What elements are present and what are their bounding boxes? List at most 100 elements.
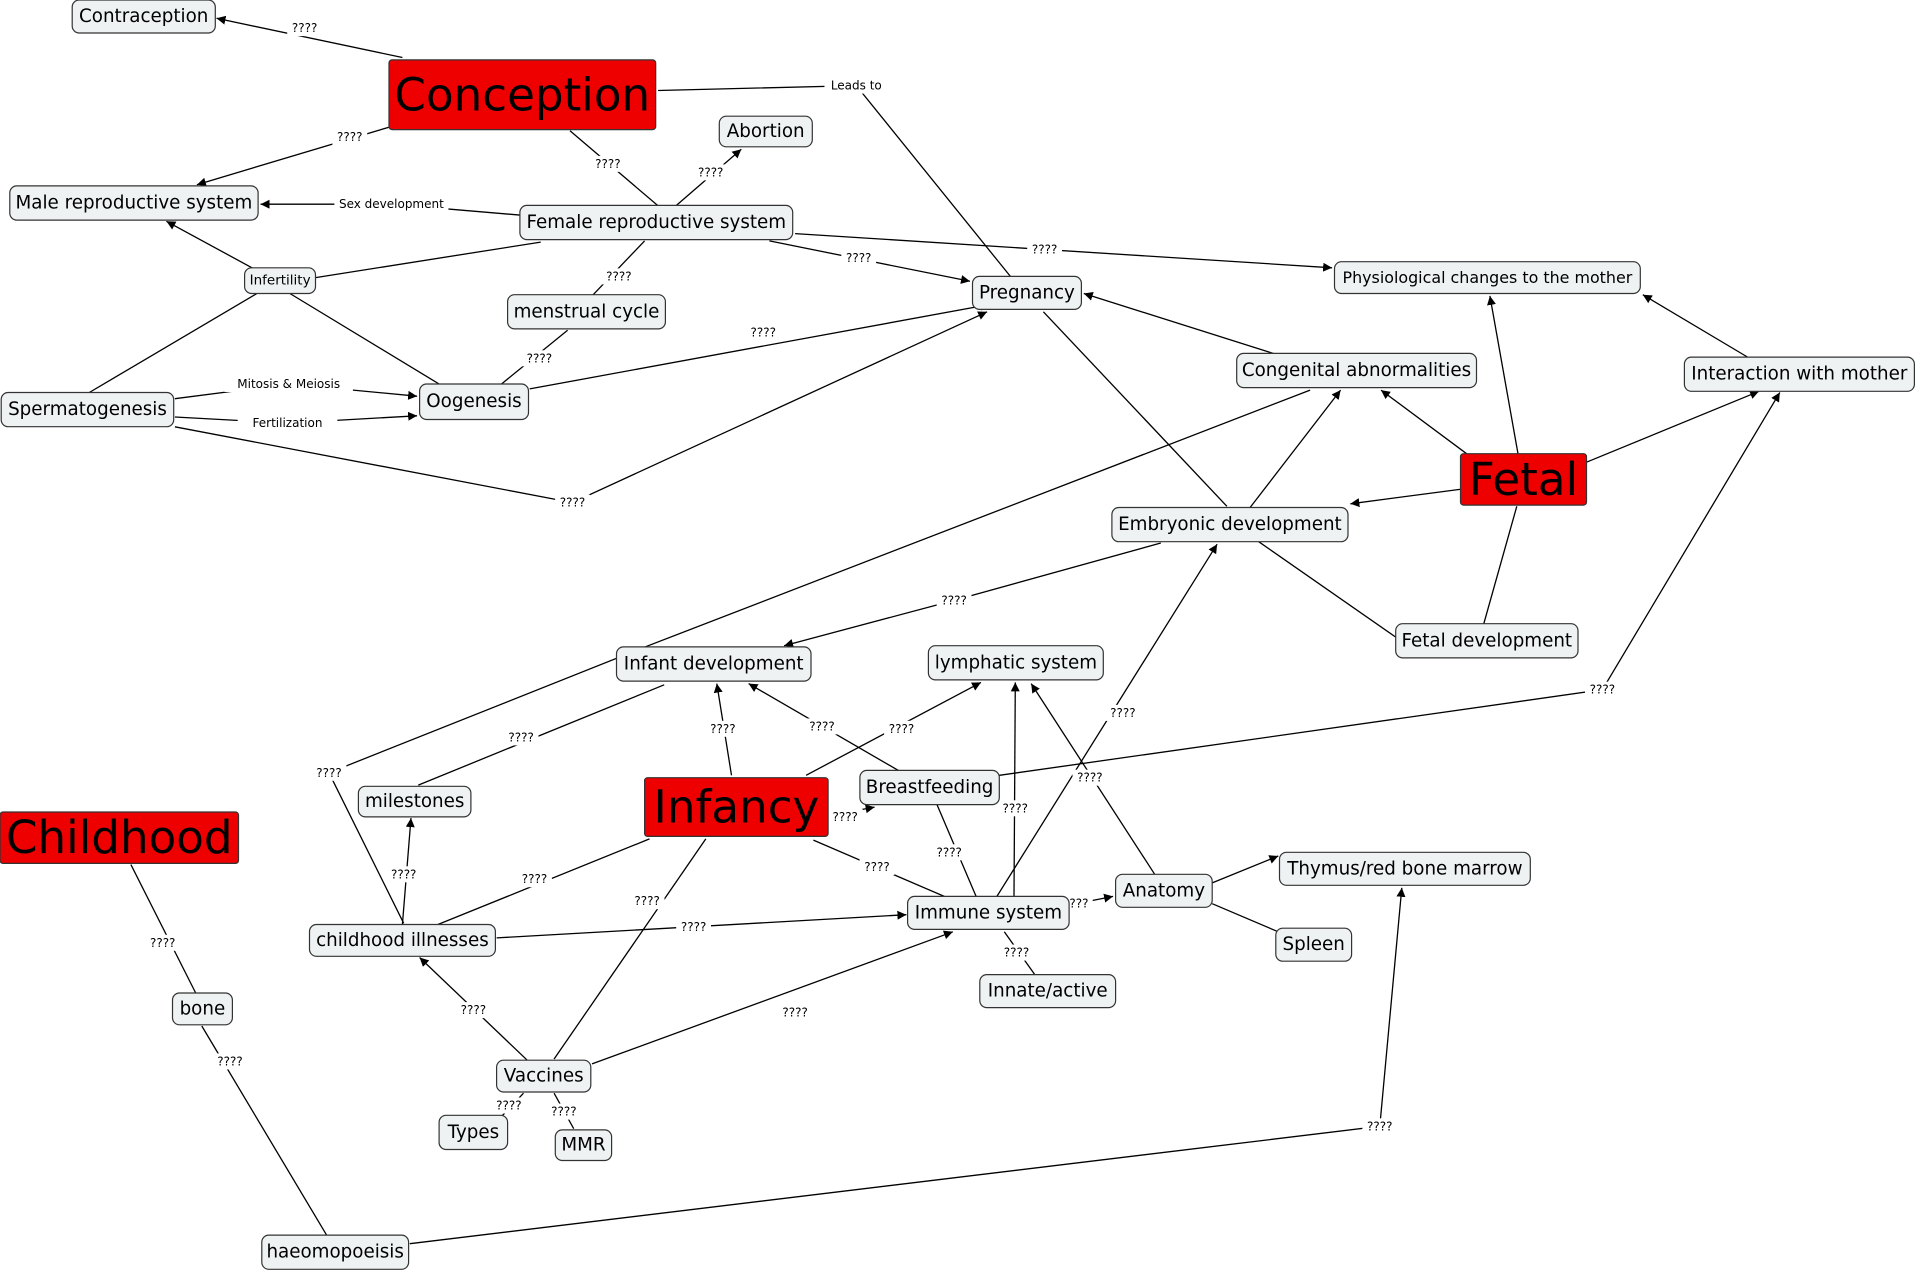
node-label: Conception xyxy=(394,68,650,121)
edge-label-text: ???? xyxy=(832,810,857,824)
node-male-repro[interactable]: Male reproductive system xyxy=(9,185,259,221)
edge-label-female-abortion: ???? xyxy=(693,164,729,181)
edge-label-infancy-lymph: ???? xyxy=(884,720,919,737)
edge-embryo-congenital xyxy=(1249,389,1342,508)
node-label: Vaccines xyxy=(504,1066,584,1087)
edge-infert-sperm xyxy=(88,292,258,394)
edge-labels-layer: ????Leads to????????????Sex development?… xyxy=(145,20,1620,1135)
edge-label-text: ???? xyxy=(751,326,776,340)
node-infancy[interactable]: Infancy xyxy=(643,777,829,838)
edge-label-text: Leads to xyxy=(831,79,882,93)
edge-label-text: ???? xyxy=(782,1006,807,1020)
edge-anatomy-thymus xyxy=(1211,855,1279,884)
node-childhood-illnesses[interactable]: childhood illnesses xyxy=(308,923,496,957)
edge-fetal-interaction xyxy=(1586,390,1760,463)
edge-label-breast-immune: ???? xyxy=(931,844,967,861)
node-menstrual[interactable]: menstrual cycle xyxy=(507,294,667,330)
edge-label-female-physio: ???? xyxy=(1027,241,1062,258)
node-bone[interactable]: bone xyxy=(171,992,234,1026)
edge-label-text: ???? xyxy=(809,719,834,733)
edge-label-text: ???? xyxy=(560,496,585,510)
node-infant-dev[interactable]: Infant development xyxy=(615,646,812,682)
edge-label-conc-preg: Leads to xyxy=(824,77,889,94)
node-spleen[interactable]: Spleen xyxy=(1275,927,1353,962)
edge-congenital-illnesses xyxy=(328,389,1311,924)
edge-label-sperm-oogen-mitosis: Mitosis & Meiosis xyxy=(224,376,353,392)
edge-label-text: ???? xyxy=(461,1003,486,1017)
edge-label-anatomy-lymph: ???? xyxy=(1072,769,1108,786)
node-label: Immune system xyxy=(915,902,1062,923)
node-label: MMR xyxy=(561,1135,606,1156)
edge-label-text: ???? xyxy=(292,21,317,35)
node-label: Embryonic development xyxy=(1118,514,1342,535)
node-label: Infertility xyxy=(250,273,311,289)
edge-embryo-fetaldev xyxy=(1258,541,1397,638)
edge-label-embryo-infant: ???? xyxy=(936,592,972,609)
edge-label-text: ???? xyxy=(1367,1119,1392,1133)
edge-label-text: ???? xyxy=(337,130,362,144)
node-lymphatic[interactable]: lymphatic system xyxy=(927,645,1104,681)
edge-label-infancy-breast: ???? xyxy=(827,808,863,825)
edge-label-infant-milestones: ???? xyxy=(503,729,539,746)
node-physio[interactable]: Physiological changes to the mother xyxy=(1333,261,1641,295)
edge-label-vaccines-mmr: ???? xyxy=(546,1103,582,1120)
node-milestones[interactable]: milestones xyxy=(357,785,472,818)
node-female-repro[interactable]: Female reproductive system xyxy=(519,204,794,241)
node-conception[interactable]: Conception xyxy=(388,59,657,131)
node-label: Physiological changes to the mother xyxy=(1342,268,1632,287)
node-spermatogenesis[interactable]: Spermatogenesis xyxy=(0,391,175,428)
edge-infert-oogen xyxy=(289,292,440,385)
node-fetal[interactable]: Fetal xyxy=(1459,453,1588,506)
edge-interaction-physio xyxy=(1642,294,1752,361)
edge-label-text: ???? xyxy=(1590,683,1615,697)
node-congenital[interactable]: Congenital abnormalities xyxy=(1236,352,1478,389)
node-interaction[interactable]: Interaction with mother xyxy=(1683,356,1916,392)
edge-label-infancy-illnesses: ???? xyxy=(517,871,552,888)
node-types[interactable]: Types xyxy=(438,1114,509,1151)
node-label: Thymus/red bone marrow xyxy=(1286,858,1522,879)
edge-label-conc-female: ???? xyxy=(590,155,626,172)
node-label: haeomopoeisis xyxy=(266,1242,403,1263)
edge-label-conc-male: ???? xyxy=(332,129,368,145)
node-label: Infant development xyxy=(624,654,804,675)
edge-label-text: ???? xyxy=(936,845,961,859)
node-label: Female reproductive system xyxy=(526,212,786,233)
edge-female-physio xyxy=(795,232,1333,272)
node-anatomy[interactable]: Anatomy xyxy=(1114,873,1213,908)
edge-label-haemo-thymus: ???? xyxy=(1362,1118,1398,1135)
node-infertility[interactable]: Infertility xyxy=(244,267,317,295)
node-immune[interactable]: Immune system xyxy=(906,895,1070,931)
edge-label-text: ???? xyxy=(698,165,723,179)
node-childhood[interactable]: Childhood xyxy=(0,811,240,864)
node-mmr[interactable]: MMR xyxy=(554,1129,613,1162)
node-label: Pregnancy xyxy=(979,282,1075,303)
node-fetal-dev[interactable]: Fetal development xyxy=(1395,623,1579,659)
edge-label-female-menstrual: ???? xyxy=(601,268,637,285)
node-contraception[interactable]: Contraception xyxy=(71,0,216,34)
node-label: childhood illnesses xyxy=(316,930,489,951)
edge-label-childhood-bone: ???? xyxy=(145,934,181,951)
edge-label-text: ??? xyxy=(1069,897,1088,911)
node-label: milestones xyxy=(365,791,464,812)
node-pregnancy[interactable]: Pregnancy xyxy=(971,275,1083,310)
edge-conc-contra xyxy=(216,15,403,59)
node-innate[interactable]: Innate/active xyxy=(979,973,1117,1009)
edge-conc-preg xyxy=(658,84,1011,277)
edge-preg-embryo xyxy=(1042,311,1228,507)
node-haemopoeisis[interactable]: haeomopoeisis xyxy=(261,1234,410,1270)
edge-label-infancy-immune: ???? xyxy=(859,859,895,875)
node-embryonic[interactable]: Embryonic development xyxy=(1111,506,1349,543)
edge-label-text: ???? xyxy=(1032,243,1057,257)
edge-label-bone-haemo: ???? xyxy=(212,1053,248,1070)
edge-label-immune-innate: ???? xyxy=(999,944,1034,961)
edge-label-text: ???? xyxy=(889,722,914,736)
edge-label-vaccines-types: ???? xyxy=(491,1097,527,1114)
node-label: Male reproductive system xyxy=(15,193,252,214)
node-vaccines[interactable]: Vaccines xyxy=(496,1059,592,1093)
node-label: Infancy xyxy=(654,781,820,834)
node-breastfeeding[interactable]: Breastfeeding xyxy=(859,769,1000,806)
node-oogenesis[interactable]: Oogenesis xyxy=(419,383,530,421)
node-abortion[interactable]: Abortion xyxy=(718,115,813,148)
edge-infant-milestones xyxy=(418,684,665,786)
node-thymus[interactable]: Thymus/red bone marrow xyxy=(1278,851,1531,886)
